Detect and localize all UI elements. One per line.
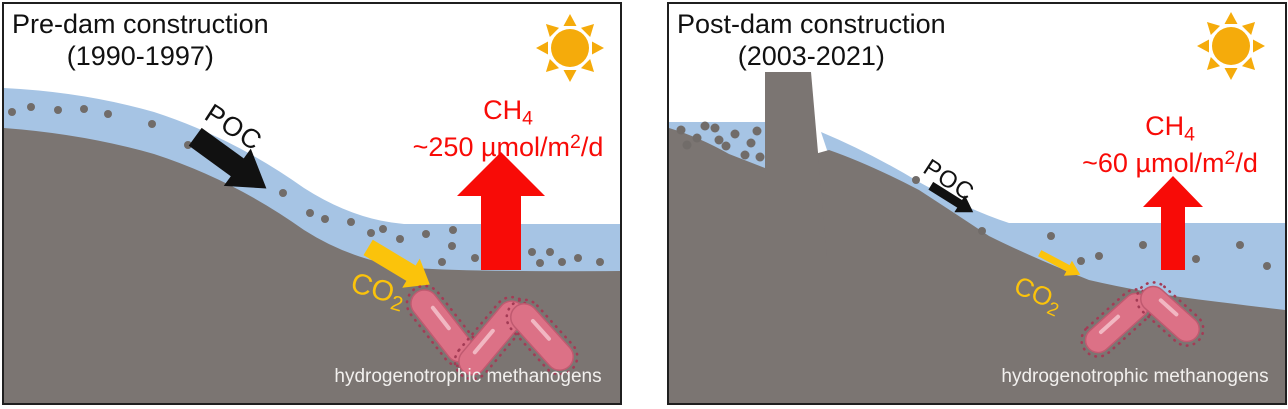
sediment-slope — [669, 128, 1285, 403]
sun-icon — [536, 14, 604, 82]
methanogens — [1080, 281, 1205, 358]
ch4-flux-arrow — [457, 152, 545, 270]
poc-arrow — [928, 181, 974, 213]
panel-post-dam: Post-dam construction (2003-2021) POC CO… — [667, 2, 1287, 405]
co2-arrow — [363, 239, 430, 288]
poc-particles — [912, 176, 1271, 270]
poc-particles — [8, 103, 604, 267]
methanogens — [405, 284, 579, 381]
poc-arrow — [188, 127, 267, 189]
dam-structure — [765, 72, 827, 256]
methanogen-bacterium — [505, 298, 579, 376]
sun-icon — [1197, 12, 1265, 80]
trapped-poc-particles — [676, 121, 765, 162]
post-dam-scene — [669, 12, 1285, 403]
methanogen-bacterium — [1135, 281, 1205, 347]
pre-dam-scene — [4, 14, 620, 403]
panel-pre-dam: Pre-dam construction (1990-1997) POC CO2… — [2, 2, 622, 405]
ch4-flux-arrow — [1143, 176, 1203, 270]
co2-arrow — [1038, 250, 1081, 276]
